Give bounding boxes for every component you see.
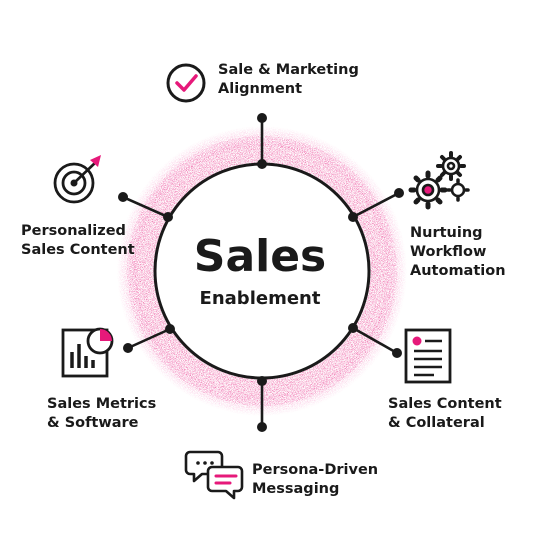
node-outer-top xyxy=(257,113,267,123)
spoke-bottom-left xyxy=(126,327,172,350)
label-personalized-sales-content: Personalized Sales Content xyxy=(21,223,135,258)
chat-bubbles-icon xyxy=(184,450,244,500)
document-icon xyxy=(404,328,452,384)
node-outer-bottom-left xyxy=(123,343,133,353)
spoke-top-left xyxy=(121,195,170,219)
label-sales-content-collateral: Sales Content & Collateral xyxy=(388,396,502,431)
node-outer-top-left xyxy=(118,192,128,202)
node-outer-bottom xyxy=(257,422,267,432)
nodes xyxy=(118,113,404,432)
node-inner-bottom xyxy=(257,376,267,386)
label-nurturing-workflow-automation: Nurtuing Workflow Automation xyxy=(410,225,506,279)
center-subtitle: Enablement xyxy=(199,288,321,309)
gears-icon xyxy=(408,151,470,210)
node-inner-top xyxy=(257,159,267,169)
center-title: Sales xyxy=(193,231,327,282)
checkmark-circle-icon xyxy=(166,63,206,103)
report-chart-icon xyxy=(61,327,114,378)
label-sales-metrics-software: Sales Metrics & Software xyxy=(47,396,157,431)
spokes xyxy=(121,116,401,429)
node-outer-top-right xyxy=(394,188,404,198)
node-inner-bottom-right xyxy=(348,323,358,333)
node-outer-bottom-right xyxy=(392,348,402,358)
node-inner-top-right xyxy=(348,212,358,222)
node-inner-bottom-left xyxy=(165,324,175,334)
label-persona-driven-messaging: Persona-Driven Messaging xyxy=(252,462,379,497)
spoke-top-right xyxy=(351,191,401,219)
node-inner-top-left xyxy=(163,212,173,222)
spoke-bottom-right xyxy=(351,326,399,355)
label-sale-marketing-alignment: Sale & Marketing Alignment xyxy=(218,62,359,97)
target-icon xyxy=(53,155,101,204)
